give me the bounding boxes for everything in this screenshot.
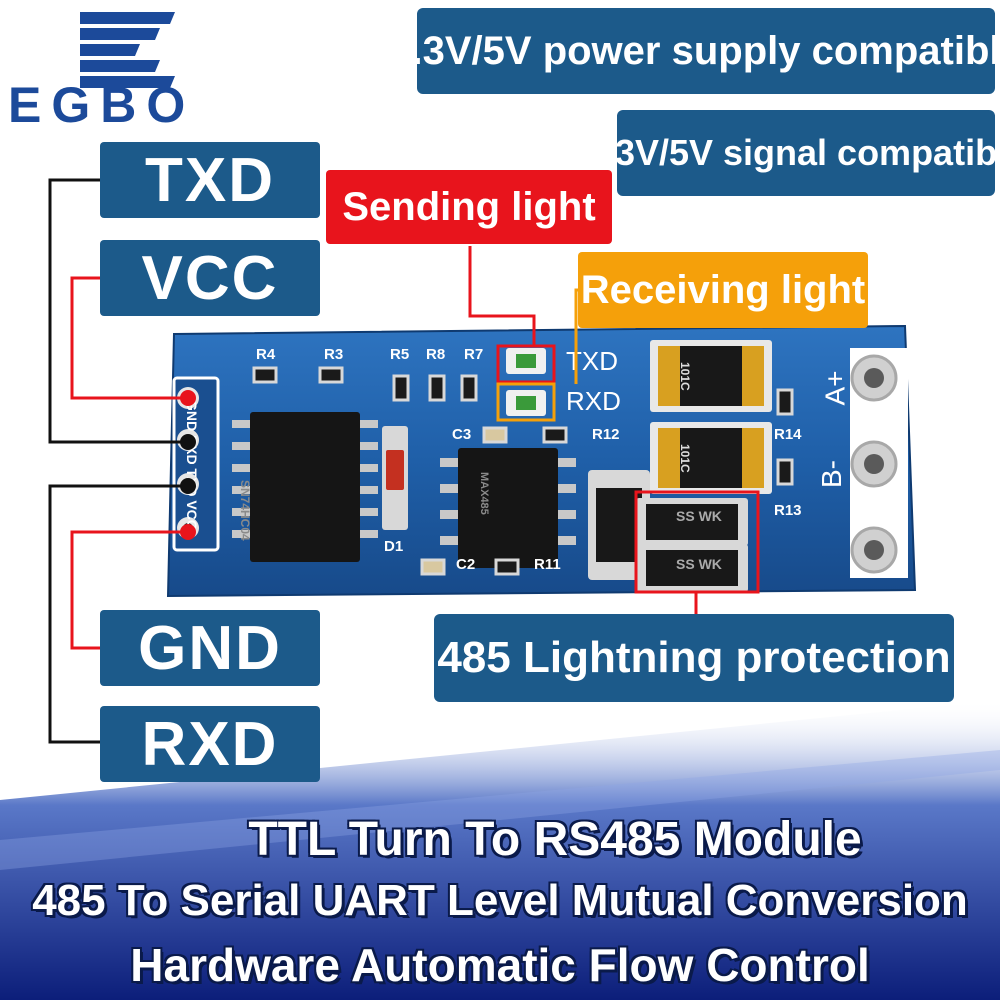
brand-logo: [10, 6, 240, 136]
receiving-light-text: Receiving light: [580, 267, 866, 312]
silk-c2: C2: [456, 556, 476, 573]
pin-label-txd: TXD: [100, 142, 320, 218]
brand-logo-text: EGBO: [8, 77, 196, 133]
silk-r4: R4: [256, 346, 276, 363]
silk-r13: R13: [774, 502, 802, 519]
silk-r11: R11: [534, 556, 561, 573]
feature-power-text: 3.3V/5V power supply compatible: [389, 28, 1000, 73]
rs485-module-board: [160, 320, 920, 600]
protect1-marking: SS WK: [676, 508, 722, 524]
sending-light-callout: Sending light: [326, 170, 612, 244]
silk-r8: R8: [426, 346, 446, 363]
silk-led-rxd: RXD: [566, 386, 621, 416]
sending-light-text: Sending light: [342, 184, 596, 229]
protect2-marking: SS WK: [676, 556, 722, 572]
feature-signal-text: 3.3V/5V signal compatible: [584, 132, 1000, 173]
silk-r5: R5: [390, 346, 410, 363]
pin-label-gnd: GND: [100, 610, 320, 686]
silk-r14: R14: [774, 426, 802, 443]
feature-signal-compat: 3.3V/5V signal compatible: [585, 110, 1000, 196]
receiving-light-callout: Receiving light: [578, 252, 868, 328]
silk-c3: C3: [452, 426, 472, 443]
pin-label-rxd: RXD: [100, 706, 320, 782]
egbo-logo-icon: [80, 12, 175, 88]
silk-r3: R3: [324, 346, 344, 363]
feature-lightning-text: 485 Lightning protection: [437, 633, 951, 682]
feature-lightning-protection: 485 Lightning protection: [434, 614, 954, 702]
footer-tagline: Hardware Automatic Flow Control: [130, 939, 870, 991]
silk-r12: R12: [592, 426, 620, 443]
feature-power-compat: 3.3V/5V power supply compatible: [389, 8, 1000, 94]
pin-label-vcc: VCC: [100, 240, 320, 316]
silk-d1: D1: [384, 538, 404, 555]
silk-r7: R7: [464, 346, 484, 363]
footer-subtitle: 485 To Serial UART Level Mutual Conversi…: [32, 876, 968, 925]
footer-title: TTL Turn To RS485 Module: [248, 813, 862, 866]
